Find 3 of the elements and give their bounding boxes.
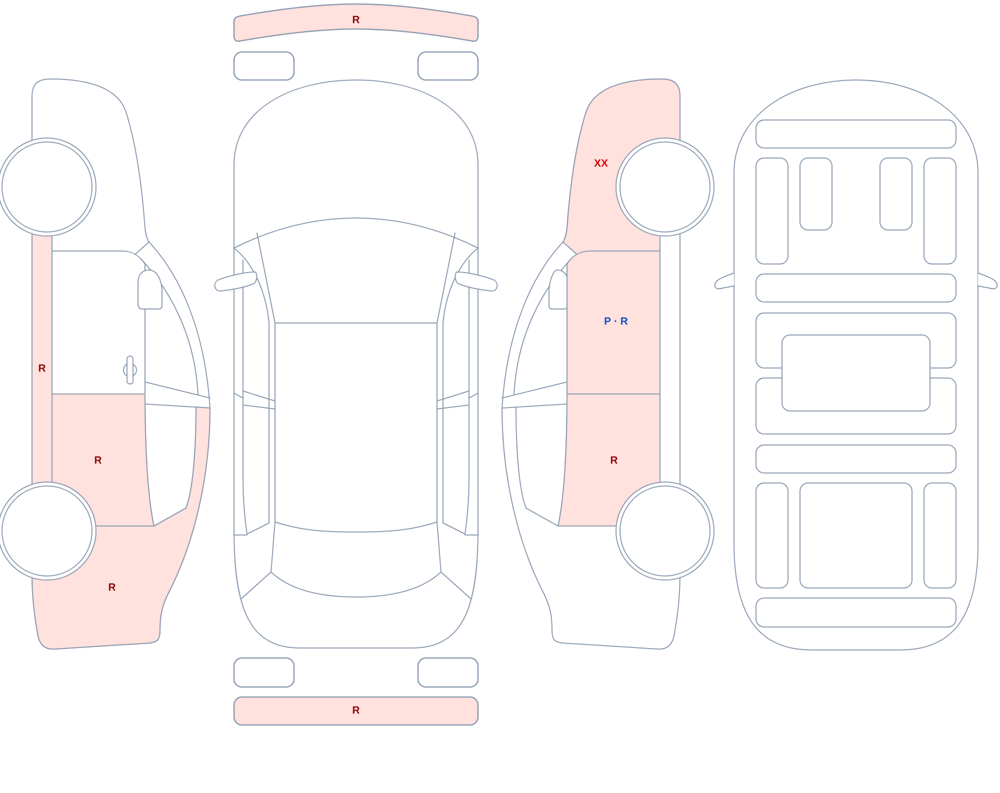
- car-panel: P · R: [566, 250, 660, 394]
- bumper-panel: R: [233, 696, 479, 726]
- bumper-panel: R: [233, 3, 479, 42]
